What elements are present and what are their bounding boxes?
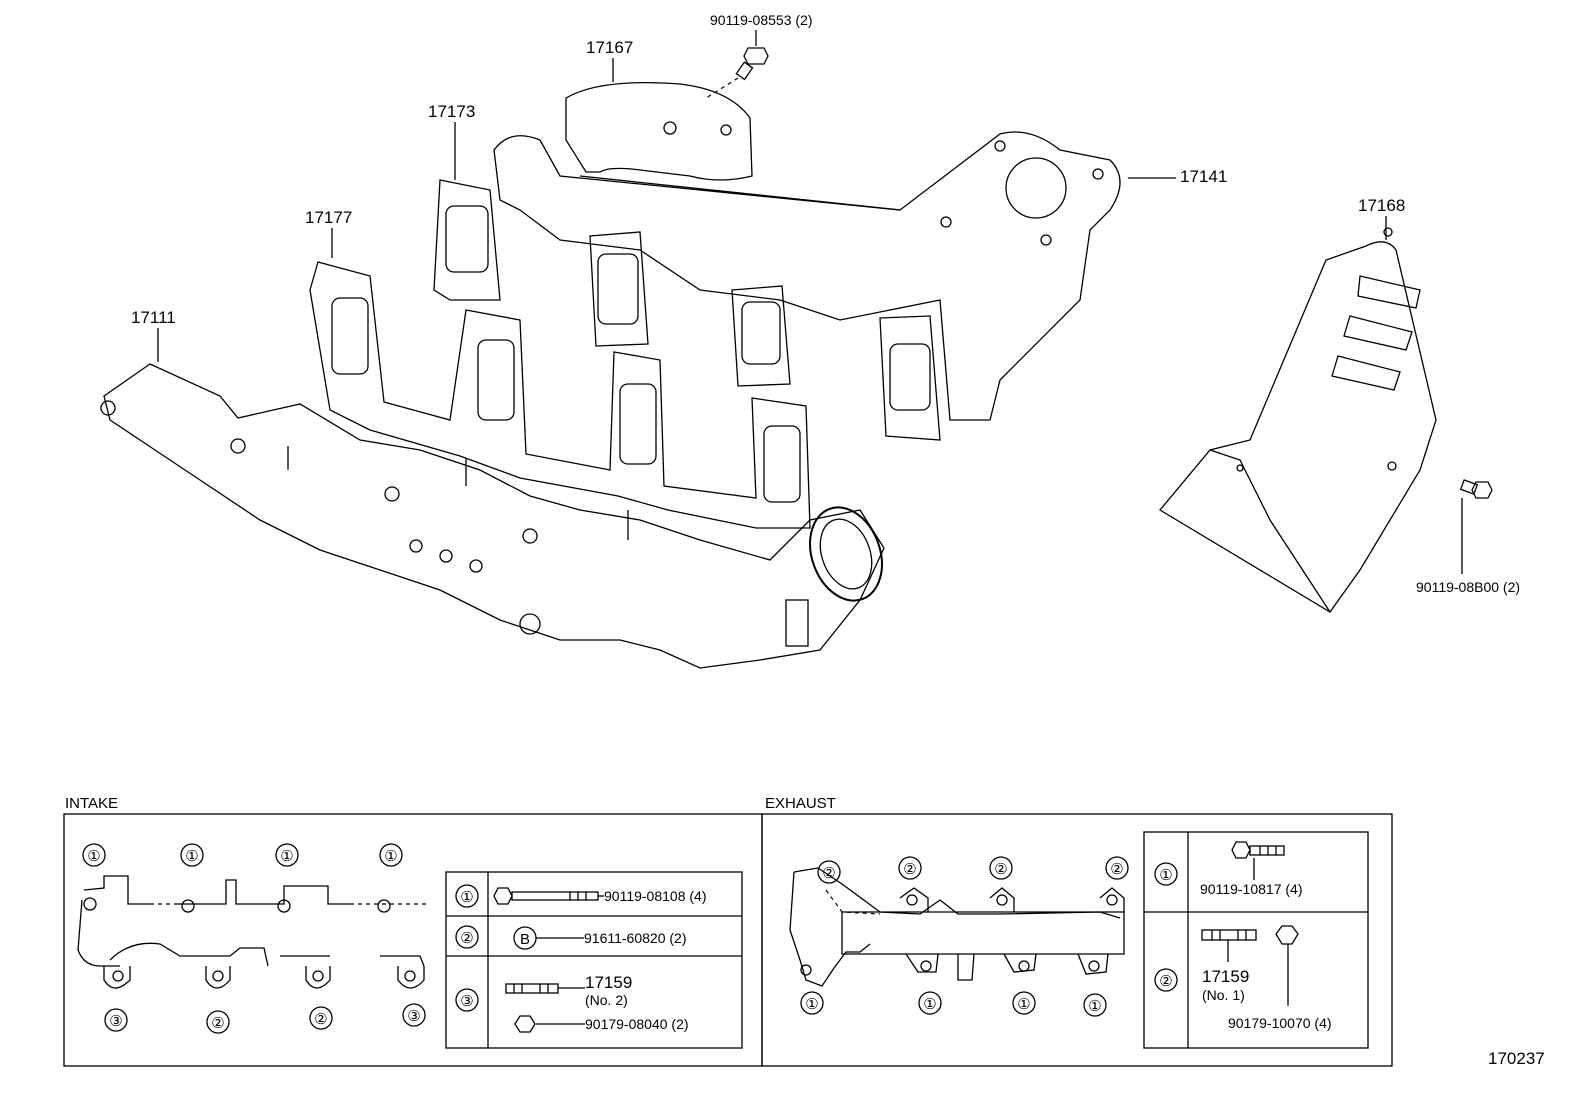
label-17173: 17173 [428,102,475,121]
label-17177: 17177 [305,208,352,227]
intake-title: INTAKE [65,795,118,812]
bolt-top-icon: 90119-08553 (2) [705,12,812,99]
exhaust-top-marker: ② [822,865,835,882]
label-17111: 17111 [131,308,176,327]
flange-bolt-icon [1231,841,1285,859]
label-bolt-top: 90119-08553 (2) [710,12,812,28]
intake-legend-key: ① [460,889,473,906]
intake-legend-key: ② [460,930,473,947]
exhaust-bottom-marker: ① [923,996,936,1013]
intake-top-marker: ① [280,848,293,865]
exhaust-top-markers: ② ② ② ② [817,856,1129,884]
insulator-17168: 17168 [1159,196,1437,613]
exhaust-bottom-marker: ① [805,996,818,1013]
label-17167: 17167 [586,38,633,57]
gasket-17173: 17173 [428,102,941,441]
exhaust-legend-key: ① [1159,867,1172,884]
intake-legend-nut: 90179-08040 (2) [585,1016,689,1032]
exhaust-legend-stud-sub: (No. 1) [1202,987,1245,1003]
exhaust-top-marker: ② [994,861,1007,878]
insulator-17167: 17167 [565,38,753,181]
intake-top-marker: ① [384,848,397,865]
intake-bottom-marker: ② [211,1015,224,1032]
exhaust-panel [761,813,1393,1067]
intake-legend-stud: 17159 [585,973,632,992]
label-bolt-right: 90119-08B00 (2) [1416,579,1520,595]
exhaust-legend-part: 90119-10817 (4) [1200,881,1302,897]
exhaust-legend-nut: 90179-10070 (4) [1228,1015,1332,1031]
long-bolt-icon [493,887,599,905]
label-17168: 17168 [1358,196,1405,215]
nut-icon [1275,925,1299,945]
exhaust-legend-table: ① 90119-10817 (4) ② 17159 (No. 1) 90179-… [1143,831,1369,1049]
bolt-right-icon: 90119-08B00 (2) [1416,479,1520,595]
stud-no1-icon [1201,929,1257,941]
intake-top-marker: ① [185,848,198,865]
exhaust-manifold-17141: 17141 [493,131,1227,421]
intake-flange-sketch [77,875,430,989]
intake-legend-part: 90119-08108 (4) [604,888,706,904]
intake-bottom-marker: ③ [109,1013,122,1030]
intake-legend-part: 91611-60820 (2) [584,930,686,946]
intake-bottom-marker: ② [314,1011,327,1028]
nut-icon [514,1015,536,1033]
gasket-17177: 17177 [305,208,811,529]
intake-legend-key: ③ [460,993,473,1010]
exhaust-bottom-marker: ① [1017,996,1030,1013]
exhaust-title: EXHAUST [765,795,836,812]
intake-bottom-marker: ③ [407,1008,420,1025]
label-17141: 17141 [1180,167,1227,186]
figure-number: 170237 [1488,1049,1545,1068]
exhaust-top-marker: ② [1110,861,1123,878]
intake-top-marker: ① [87,848,100,865]
stud-icon [505,983,559,994]
intake-top-markers: ① ① ① ① [82,843,403,867]
exhaust-bottom-markers: ① ① ① ① [800,991,1107,1017]
exhaust-legend-key: ② [1159,973,1172,990]
intake-manifold-17111: 17111 [100,308,885,669]
exhaust-top-marker: ② [903,861,916,878]
exhaust-bottom-marker: ① [1088,998,1101,1015]
exhaust-legend-stud: 17159 [1202,967,1249,986]
exhaust-flange-sketch [789,867,1125,987]
intake-bottom-markers: ③ ② ② ③ [104,1003,426,1034]
intake-legend-badge: B [520,931,530,948]
intake-legend-table: ① 90119-08108 (4) ② B 91611-60820 (2) ③ … [445,871,743,1049]
intake-legend-stud-sub: (No. 2) [585,992,628,1008]
